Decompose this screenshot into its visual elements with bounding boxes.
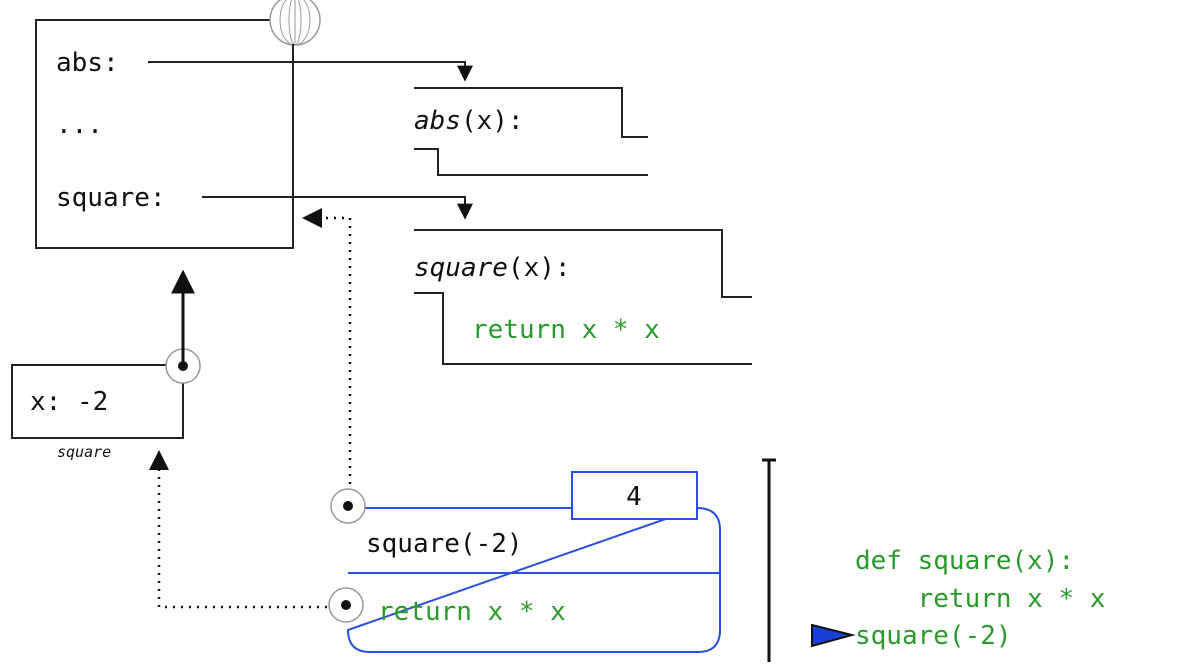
abs-function-object: [414, 87, 648, 176]
binding-abs: abs:: [56, 48, 119, 78]
square-function-body: return x * x: [472, 315, 660, 345]
call-expression-box: [346, 506, 721, 653]
frame-parent-pointer: [165, 269, 201, 384]
play-triangle-icon: [811, 623, 856, 648]
local-frame-label: square: [57, 443, 111, 461]
timeline-bar: [762, 458, 776, 662]
call-env-dotted-arrow: [302, 208, 352, 500]
call-result-value: 4: [626, 482, 642, 512]
binding-square: square:: [56, 183, 166, 213]
square-pointer-arrow: [202, 196, 473, 220]
call-result-box: [571, 471, 698, 520]
source-line-2: return x * x: [855, 584, 1105, 614]
call-env-pointer: [330, 488, 366, 524]
square-function-object: [414, 229, 752, 365]
source-line-1: def square(x):: [855, 546, 1074, 576]
source-line-3: square(-2): [855, 621, 1012, 651]
abs-function-header: abs(x):: [414, 106, 524, 136]
body-env-dotted-arrow: [149, 450, 343, 609]
globe-icon: [269, 0, 321, 46]
body-env-pointer: [328, 587, 364, 623]
local-frame: [11, 364, 184, 439]
binding-ellipsis: ...: [56, 110, 103, 140]
local-binding-x: x: -2: [30, 387, 108, 417]
call-expression-header: square(-2): [366, 529, 523, 559]
square-function-header: square(x):: [414, 253, 571, 283]
call-expression-body: return x * x: [378, 597, 566, 627]
abs-pointer-arrow: [148, 61, 473, 82]
